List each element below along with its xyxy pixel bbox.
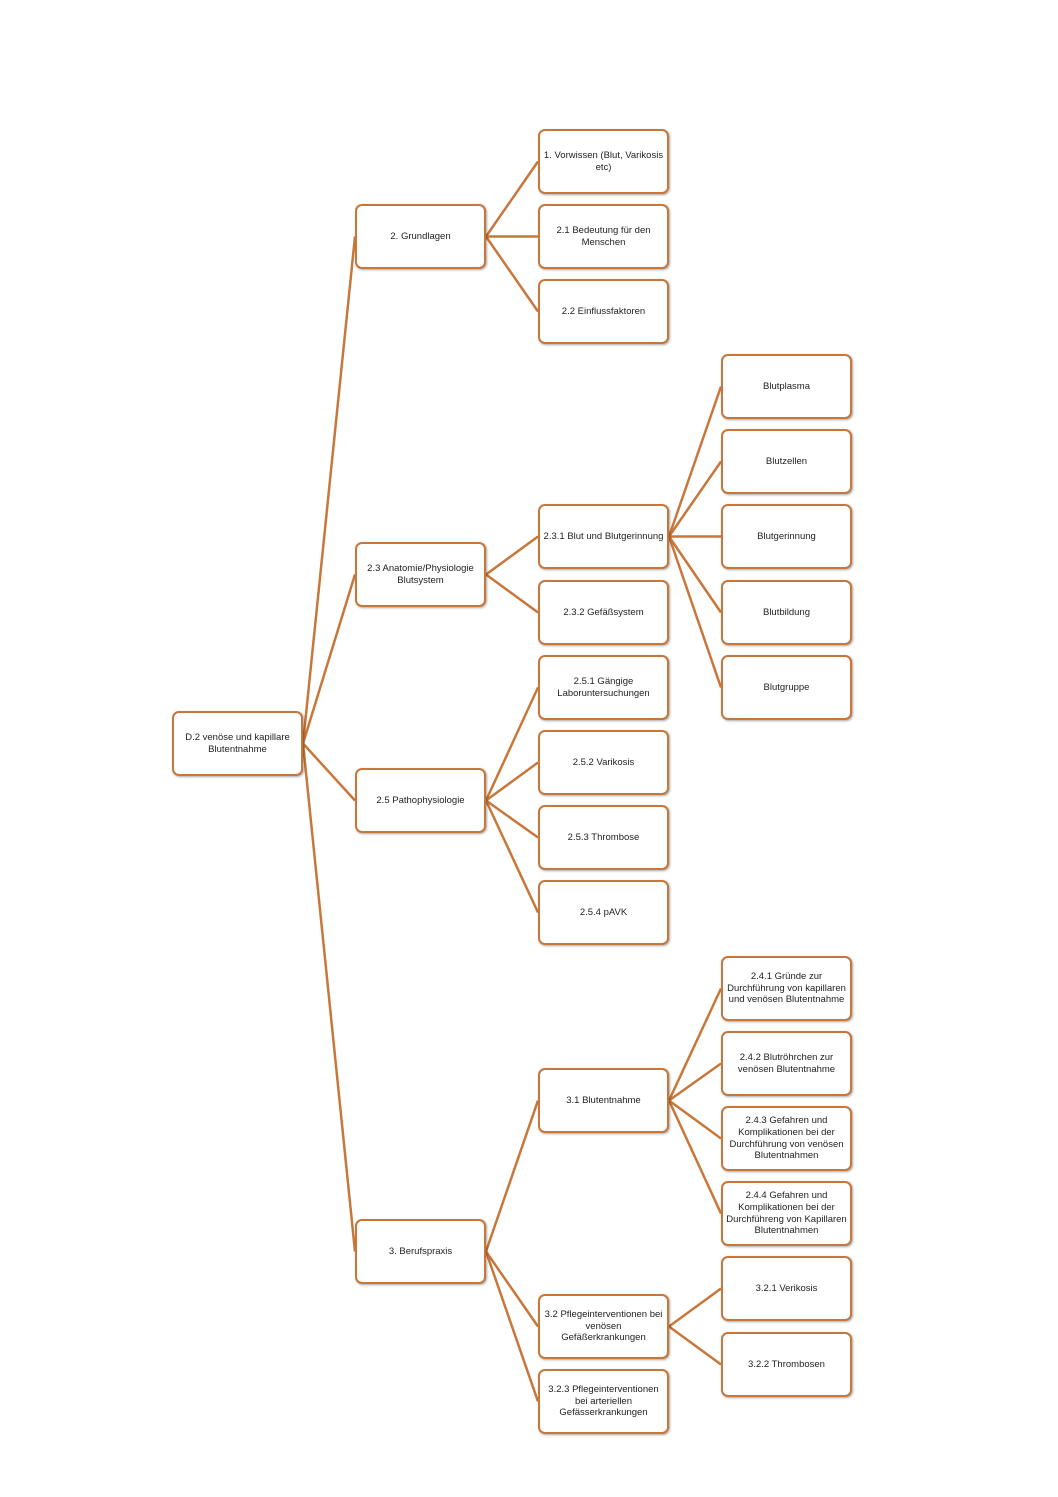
connector-root-to-grundlagen <box>301 236 357 744</box>
connector-blut-to-blutzellen <box>667 460 723 538</box>
node-gefahren-venoes: 2.4.3 Gefahren und Komplikationen bei de… <box>721 1106 852 1171</box>
connector-entnahme-to-roehrchen <box>668 1062 722 1102</box>
connector-patho-to-pavk <box>484 799 540 914</box>
connector-root-to-patho <box>302 742 356 802</box>
connector-entnahme-to-gefahren-ven <box>668 1099 722 1140</box>
node-berufspraxis: 3. Berufspraxis <box>355 1219 486 1284</box>
connector-anatomie-to-blut <box>485 535 539 576</box>
connector-beruf-to-entnahme <box>484 1100 540 1252</box>
node-blutroehrchen: 2.4.2 Blutröhrchen zur venösen Blutentna… <box>721 1031 852 1096</box>
node-thrombose: 2.5.3 Thrombose <box>538 805 669 870</box>
node-blutzellen: Blutzellen <box>721 429 852 494</box>
connector-anatomie-to-gefaess <box>485 573 539 614</box>
connector-beruf-to-pflege-ven <box>484 1250 540 1328</box>
node-grundlagen: 2. Grundlagen <box>355 204 486 269</box>
node-pflegeinterventionen-arteriell: 3.2.3 Pflegeinterventionen bei arteriell… <box>538 1369 669 1434</box>
node-vorwissen: 1. Vorwissen (Blut, Varikosis etc) <box>538 129 669 194</box>
node-pathophysiologie: 2.5 Pathophysiologie <box>355 768 486 833</box>
node-bedeutung: 2.1 Bedeutung für den Menschen <box>538 204 669 269</box>
node-root-blutentnahme: D.2 venöse und kapillare Blutentnahme <box>172 711 303 776</box>
connector-pflege-ven-to-thrombosen <box>668 1325 722 1366</box>
connector-patho-to-varikosis <box>485 761 539 802</box>
node-verikosis: 3.2.1 Verikosis <box>721 1256 852 1321</box>
connector-patho-to-labor <box>484 686 540 802</box>
connector-entnahme-to-gruende <box>667 987 723 1102</box>
node-gefahren-kapillar: 2.4.4 Gefahren und Komplikationen bei de… <box>721 1181 852 1246</box>
node-laboruntersuchungen: 2.5.1 Gängige Laboruntersuchungen <box>538 655 669 720</box>
node-blutplasma: Blutplasma <box>721 354 852 419</box>
node-varikosis: 2.5.2 Varikosis <box>538 730 669 795</box>
node-blut-und-blutgerinnung: 2.3.1 Blut und Blutgerinnung <box>538 504 669 569</box>
connector-blut-to-blutplasma <box>667 386 723 537</box>
node-gefaesssystem: 2.3.2 Gefäßsystem <box>538 580 669 645</box>
connector-root-to-anatomie <box>301 574 357 744</box>
node-anatomie-physiologie: 2.3 Anatomie/Physiologie Blutsystem <box>355 542 486 607</box>
connector-grundlagen-to-einfluss <box>484 235 540 313</box>
connector-entnahme-to-gefahren-kap <box>667 1099 723 1215</box>
node-blutentnahme: 3.1 Blutentnahme <box>538 1068 669 1133</box>
connector-blut-to-blutbildung <box>667 535 723 614</box>
node-blutbildung: Blutbildung <box>721 580 852 645</box>
connector-grundlagen-to-vorwissen <box>484 160 540 238</box>
connector-pflege-ven-to-verikosis <box>668 1287 722 1328</box>
node-gruende-durchfuehrung: 2.4.1 Gründe zur Durchführung von kapill… <box>721 956 852 1021</box>
node-pavk: 2.5.4 pAVK <box>538 880 669 945</box>
connector-patho-to-thrombose <box>485 799 539 839</box>
connector-beruf-to-pflege-art <box>484 1251 540 1402</box>
connector-root-to-beruf <box>301 743 357 1252</box>
connector-blut-to-blutgruppe <box>667 536 723 688</box>
node-pflegeinterventionen-venoes: 3.2 Pflegeinterventionen bei venösen Gef… <box>538 1294 669 1359</box>
node-thrombosen: 3.2.2 Thrombosen <box>721 1332 852 1397</box>
node-einflussfaktoren: 2.2 Einflussfaktoren <box>538 279 669 344</box>
node-blutgerinnung: Blutgerinnung <box>721 504 852 569</box>
node-blutgruppe: Blutgruppe <box>721 655 852 720</box>
